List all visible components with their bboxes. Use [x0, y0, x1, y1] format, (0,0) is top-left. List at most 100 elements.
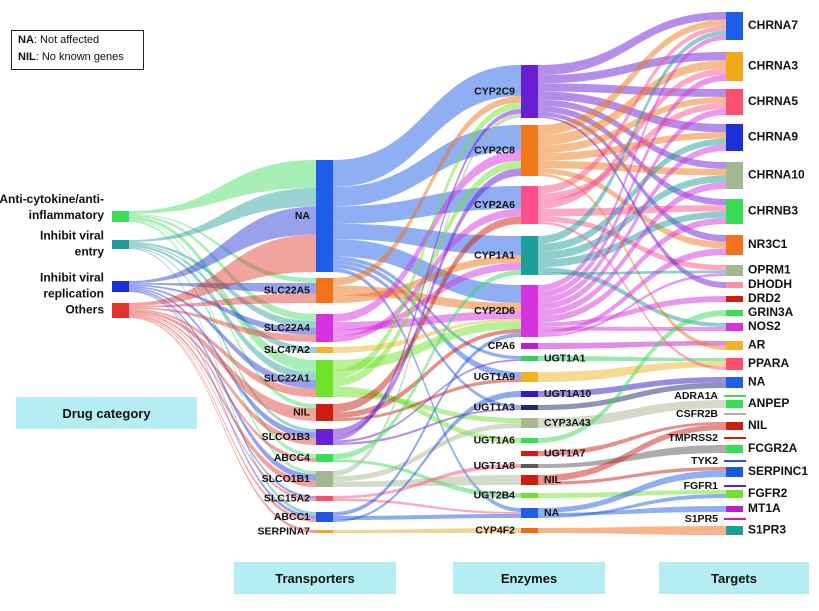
enzyme-label-cyp3a43: CYP3A43	[544, 417, 591, 429]
link-nil-to-nil	[538, 424, 726, 482]
link-c2-to-slc22a4	[129, 242, 316, 328]
link-cyp2a6-to-chrna5	[538, 103, 726, 202]
category-node-c4	[112, 303, 129, 318]
link-cyp1a1-to-chrna9	[538, 138, 726, 252]
link-abcc1-to-cyp2d6	[333, 333, 521, 516]
link-c2-to-slc47a2	[129, 244, 316, 353]
transporter-node-slc47a2	[316, 347, 333, 353]
transporter-node-abcc4	[316, 454, 333, 462]
link-cyp2a6-to-oprm1	[538, 216, 726, 271]
enzyme-label-ugt1a1: UGT1A1	[544, 352, 586, 364]
link-c4-to-slc22a1	[129, 308, 316, 397]
link-cyp2c9-to-chrnb3	[538, 105, 726, 206]
header-transporters: Transporters	[234, 562, 396, 594]
target-node-fcgr2a	[726, 445, 743, 453]
link-na-to-fgfr2	[538, 494, 726, 518]
transporter-node-slc22a1	[316, 360, 333, 397]
legend-na-text: : Not affected	[33, 34, 100, 46]
transporter-label-nil: NIL	[293, 406, 311, 418]
link-nil-to-ugt1a9	[333, 378, 521, 421]
target-label-chrnb3: CHRNB3	[748, 204, 798, 218]
target-label-fgfr2: FGFR2	[748, 486, 788, 500]
link-na-to-mt1a	[538, 506, 726, 516]
target-label-dhodh: DHODH	[748, 277, 792, 291]
header-enzymes: Enzymes	[453, 562, 605, 594]
legend-nil-key: NIL	[18, 51, 36, 63]
target-label-anpep: ANPEP	[748, 396, 789, 410]
target-label-s1pr3: S1PR3	[748, 523, 786, 537]
enzyme-node-ugt1a8	[521, 464, 538, 468]
target-subnode-csfr2b	[724, 413, 746, 415]
enzyme-node-cyp2a6	[521, 186, 538, 224]
link-cyp2d6-to-chrna5	[538, 109, 726, 304]
link-slco1b3-to-cyp2c9	[333, 109, 521, 441]
link-c4-to-na	[129, 234, 316, 306]
target-subnode-adra1a	[724, 395, 746, 397]
link-c4-to-serpina7	[129, 317, 316, 533]
link-abcc1-to-na	[333, 514, 521, 520]
link-cyp2a6-to-chrna7	[538, 26, 726, 194]
enzyme-label-ugt1a9: UGT1A9	[474, 371, 516, 383]
link-na-to-ugt1a1	[333, 256, 521, 360]
target-label-nr3c1: NR3C1	[748, 237, 788, 251]
target-label-serpinc1: SERPINC1	[748, 464, 808, 478]
link-slco1b1-to-cyp3a43	[333, 423, 521, 482]
target-label-chrna3: CHRNA3	[748, 59, 798, 73]
link-c4-to-slc22a5	[129, 293, 316, 308]
target-node-grin3a	[726, 310, 743, 316]
transporter-node-abcc1	[316, 512, 333, 522]
target-subnode-s1pr5	[724, 518, 746, 520]
enzyme-label-cyp2c9: CYP2C9	[474, 85, 515, 97]
link-cyp1a1-to-nos2	[538, 267, 726, 327]
target-node-drd2	[726, 296, 743, 302]
link-c1-to-slco1b1	[129, 221, 316, 475]
category-label-c4-line1: Others	[65, 303, 104, 317]
link-cyp2c9-to-chrna5	[538, 83, 726, 97]
target-node-ar	[726, 341, 743, 350]
target-node-chrna10	[726, 162, 743, 189]
transporter-label-serpina7: SERPINA7	[257, 525, 310, 537]
header-drug-category: Drug category	[16, 397, 197, 429]
category-label-c3-line2: replication	[43, 287, 104, 301]
link-c4-to-abcc4	[129, 313, 316, 462]
target-node-chrna5	[726, 89, 743, 115]
enzyme-label-ugt1a8: UGT1A8	[474, 460, 516, 472]
target-sublabel-fgfr1: FGFR1	[684, 480, 719, 492]
link-c3-to-na	[129, 206, 316, 284]
enzyme-node-cpa6	[521, 343, 538, 349]
target-label-nos2: NOS2	[748, 319, 781, 333]
link-ugt1a3-to-na	[538, 382, 726, 410]
link-slco1b3-to-ugt1a1	[333, 359, 521, 443]
target-label-oprm1: OPRM1	[748, 263, 791, 277]
link-cyp2c8-to-chrna9	[538, 132, 726, 161]
link-slc15a2-to-ugt1a8	[333, 464, 521, 499]
enzyme-node-ugt2b4	[521, 493, 538, 498]
transporter-node-serpina7	[316, 530, 333, 533]
link-cyp2c8-to-chrna10	[538, 160, 726, 176]
link-cyp2a6-to-chrnb3	[538, 205, 726, 217]
link-slc22a5-to-cyp1a1	[333, 255, 521, 303]
transporter-label-slco1b3: SLCO1B3	[262, 431, 311, 443]
link-c1-to-nil	[129, 219, 316, 409]
target-subnode-tmprss2	[724, 437, 746, 439]
link-na-to-cyp2a6	[333, 186, 521, 224]
link-c4-to-abcc1	[129, 316, 316, 522]
link-ugt1a10-to-na	[538, 377, 726, 397]
target-node-anpep	[726, 400, 743, 408]
link-cyp1a1-to-chrnb3	[538, 211, 726, 268]
link-c3-to-slc22a4	[129, 284, 316, 335]
link-cyp2c9-to-nr3c1	[538, 111, 726, 242]
link-cyp1a1-to-oprm1	[538, 270, 726, 275]
target-node-s1pr3	[726, 526, 743, 535]
link-c1-to-slc22a4	[129, 214, 316, 321]
target-label-grin3a: GRIN3A	[748, 305, 794, 319]
link-c4-to-nil	[129, 310, 316, 421]
transporter-label-slc47a2: SLC47A2	[264, 344, 310, 356]
link-nil-to-serpinc1	[538, 467, 726, 485]
target-node-chrna3	[726, 52, 743, 81]
transporter-node-slco1b1	[316, 471, 333, 487]
link-cyp2d6-to-chrna3	[538, 74, 726, 298]
target-node-nil	[726, 422, 743, 430]
